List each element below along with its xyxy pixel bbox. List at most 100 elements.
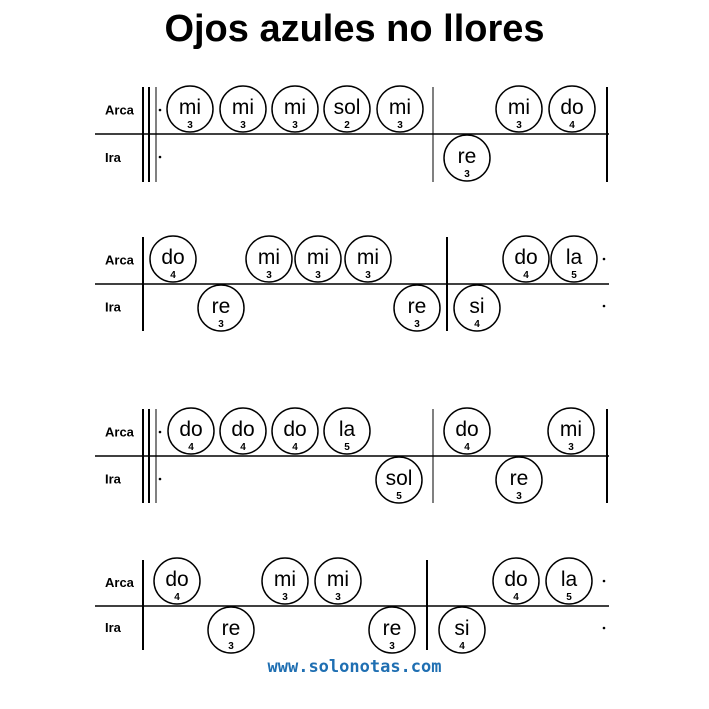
note-ring — [502, 235, 550, 283]
note-name: do — [560, 96, 583, 119]
note-ring — [314, 557, 362, 605]
note-octave-number: 3 — [568, 442, 574, 453]
note-ring — [166, 85, 214, 133]
note-ring — [376, 85, 424, 133]
note-ring — [545, 557, 593, 605]
note-octave-number: 4 — [174, 592, 180, 603]
note-octave-number: 5 — [344, 442, 350, 453]
note-circle: la5 — [545, 557, 593, 605]
voice-label-arca: Arca — [105, 425, 135, 440]
note-octave-number: 3 — [414, 319, 420, 330]
note-circle: mi3 — [314, 557, 362, 605]
repeat-dot — [158, 477, 162, 481]
voice-label-ira: Ira — [105, 300, 122, 315]
note-octave-number: 5 — [396, 491, 402, 502]
note-circle: mi3 — [261, 557, 309, 605]
note-ring — [453, 284, 501, 332]
note-circle: re3 — [368, 606, 416, 654]
note-ring — [492, 557, 540, 605]
note-ring — [245, 235, 293, 283]
note-ring — [375, 456, 423, 504]
note-ring — [271, 407, 319, 455]
repeat-dot — [602, 304, 606, 308]
note-octave-number: 4 — [513, 592, 519, 603]
voice-label-ira: Ira — [105, 150, 122, 165]
note-name: mi — [258, 246, 280, 269]
note-octave-number: 4 — [459, 641, 465, 652]
note-ring — [149, 235, 197, 283]
note-octave-number: 3 — [365, 270, 371, 281]
note-circle: re3 — [393, 284, 441, 332]
site-watermark: www.solonotas.com — [267, 657, 442, 677]
note-name: re — [212, 295, 231, 318]
note-octave-number: 4 — [170, 270, 176, 281]
voice-label-arca: Arca — [105, 575, 135, 590]
note-ring — [344, 235, 392, 283]
note-circle: do4 — [492, 557, 540, 605]
note-ring — [368, 606, 416, 654]
note-octave-number: 3 — [266, 270, 272, 281]
note-name: mi — [274, 568, 296, 591]
note-octave-number: 4 — [569, 120, 575, 131]
note-ring — [261, 557, 309, 605]
note-circle: si4 — [453, 284, 501, 332]
note-name: si — [454, 617, 469, 640]
note-name: mi — [508, 96, 530, 119]
note-circle: mi3 — [294, 235, 342, 283]
note-octave-number: 4 — [523, 270, 529, 281]
note-circle: do4 — [443, 407, 491, 455]
note-ring — [219, 85, 267, 133]
note-name: mi — [284, 96, 306, 119]
note-octave-number: 4 — [464, 442, 470, 453]
note-name: do — [514, 246, 537, 269]
note-circle: do4 — [149, 235, 197, 283]
note-ring — [495, 85, 543, 133]
note-octave-number: 3 — [389, 641, 395, 652]
note-octave-number: 4 — [188, 442, 194, 453]
note-octave-number: 5 — [571, 270, 577, 281]
note-octave-number: 3 — [282, 592, 288, 603]
note-name: re — [458, 145, 477, 168]
note-circle: mi3 — [219, 85, 267, 133]
note-ring — [438, 606, 486, 654]
note-circle: re3 — [443, 134, 491, 182]
note-circle: do4 — [548, 85, 596, 133]
note-name: sol — [334, 96, 361, 119]
note-octave-number: 3 — [516, 120, 522, 131]
note-name: mi — [232, 96, 254, 119]
note-circle: mi3 — [376, 85, 424, 133]
voice-label-ira: Ira — [105, 472, 122, 487]
repeat-dot — [158, 155, 162, 159]
note-octave-number: 3 — [218, 319, 224, 330]
note-ring — [207, 606, 255, 654]
repeat-dot — [602, 626, 606, 630]
note-name: do — [179, 418, 202, 441]
note-name: mi — [357, 246, 379, 269]
note-octave-number: 3 — [397, 120, 403, 131]
note-circle: la5 — [550, 235, 598, 283]
note-ring — [167, 407, 215, 455]
note-name: mi — [389, 96, 411, 119]
note-ring — [443, 407, 491, 455]
note-ring — [443, 134, 491, 182]
note-ring — [153, 557, 201, 605]
note-octave-number: 2 — [344, 120, 350, 131]
repeat-dot — [158, 108, 162, 112]
note-name: do — [283, 418, 306, 441]
song-title: Ojos azules no llores — [164, 8, 545, 50]
note-ring — [219, 407, 267, 455]
note-circle: do4 — [153, 557, 201, 605]
note-ring — [323, 407, 371, 455]
note-ring — [197, 284, 245, 332]
note-name: do — [504, 568, 527, 591]
note-circle: re3 — [495, 456, 543, 504]
note-name: re — [408, 295, 427, 318]
note-circle: mi3 — [495, 85, 543, 133]
voice-label-arca: Arca — [105, 253, 135, 268]
note-octave-number: 3 — [240, 120, 246, 131]
